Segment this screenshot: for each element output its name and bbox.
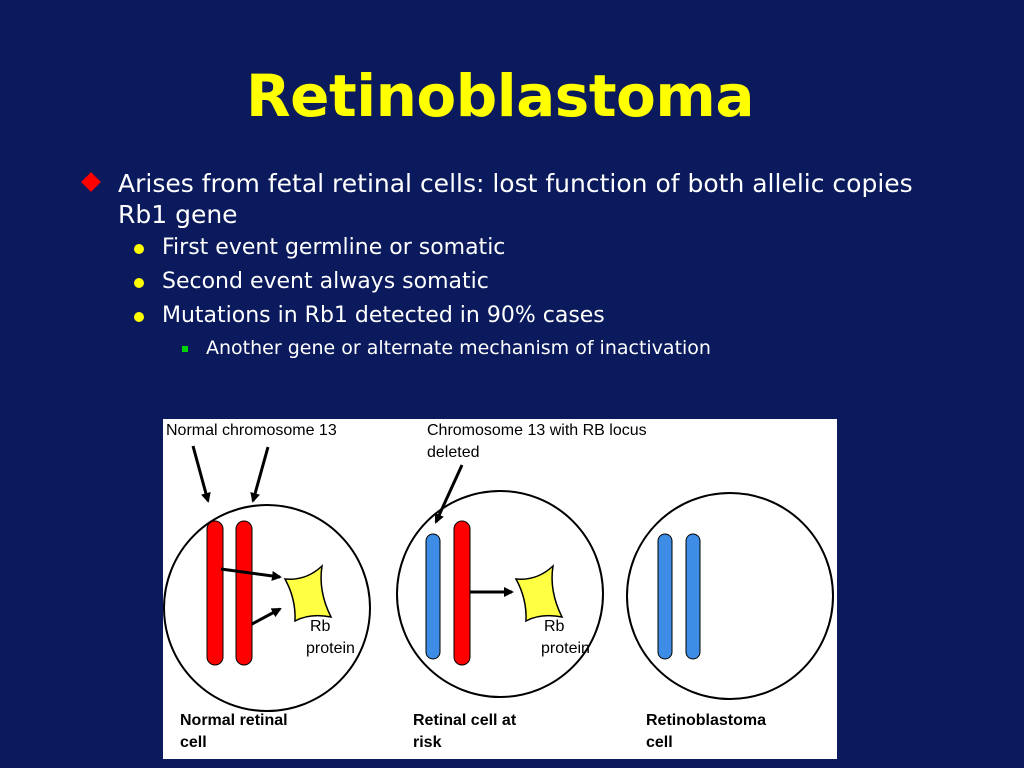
- pointer-arrow-2: [250, 446, 270, 503]
- chromosome-deleted-1: [425, 533, 441, 660]
- bullet-sub-3-text: Mutations in Rb1 detected in 90% cases: [162, 303, 605, 328]
- label-normal-chromosome: Normal chromosome 13: [166, 422, 337, 439]
- arrow-to-protein-2: [251, 607, 282, 626]
- protein-label-1a: Rb: [310, 618, 331, 635]
- protein-label-2b: protein: [541, 640, 590, 657]
- bullet-main-text: Arises from fetal retinal cells: lost fu…: [118, 169, 913, 229]
- cell-label-2b: risk: [413, 734, 442, 751]
- cell-label-1b: cell: [180, 734, 207, 751]
- cell-normal-outline: [163, 504, 371, 712]
- bullet-subsub-1-text: Another gene or alternate mechanism of i…: [206, 337, 711, 359]
- protein-label-1b: protein: [306, 640, 355, 657]
- cell-label-1a: Normal retinal: [180, 712, 288, 729]
- cell-retinoblastoma-outline: [626, 492, 834, 700]
- bullet-sub-1-text: First event germline or somatic: [162, 235, 506, 260]
- chromosome-normal-1: [206, 520, 224, 666]
- protein-label-2a: Rb: [544, 618, 565, 635]
- square-bullet-icon: [182, 346, 188, 352]
- bullet-sub-1: First event germline or somatic: [134, 234, 505, 262]
- bullet-sub-2-text: Second event always somatic: [162, 269, 489, 294]
- pointer-arrow-3: [434, 464, 464, 524]
- bullet-sub-3: Mutations in Rb1 detected in 90% cases: [134, 302, 605, 330]
- label-deleted-chromosome-2: deleted: [427, 444, 480, 461]
- slide-title: Retinoblastoma: [246, 62, 754, 130]
- cell-label-3a: Retinoblastoma: [646, 712, 766, 729]
- rb-protein-shape-2: [514, 563, 564, 623]
- chromosome-deleted-3: [685, 533, 701, 660]
- arrow-to-protein-1: [220, 567, 282, 581]
- bullet-subsub-1: Another gene or alternate mechanism of i…: [182, 336, 711, 360]
- chromosome-diagram: Normal chromosome 13 Chromosome 13 with …: [163, 419, 837, 759]
- chromosome-normal-2: [235, 520, 253, 666]
- dot-bullet-icon: [134, 244, 144, 254]
- diagram-svg: Normal chromosome 13 Chromosome 13 with …: [163, 422, 834, 751]
- cell-label-2a: Retinal cell at: [413, 712, 517, 729]
- cell-at-risk-outline: [396, 490, 604, 698]
- bullet-sub-2: Second event always somatic: [134, 268, 489, 296]
- rb-protein-shape-1: [283, 563, 333, 623]
- dot-bullet-icon: [134, 312, 144, 322]
- bullet-main: Arises from fetal retinal cells: lost fu…: [81, 168, 944, 230]
- label-deleted-chromosome-1: Chromosome 13 with RB locus: [427, 422, 647, 439]
- cell-label-3b: cell: [646, 734, 673, 751]
- dot-bullet-icon: [134, 278, 144, 288]
- chromosome-deleted-2: [657, 533, 673, 660]
- chromosome-normal-3: [453, 520, 471, 666]
- pointer-arrow-1: [191, 445, 211, 503]
